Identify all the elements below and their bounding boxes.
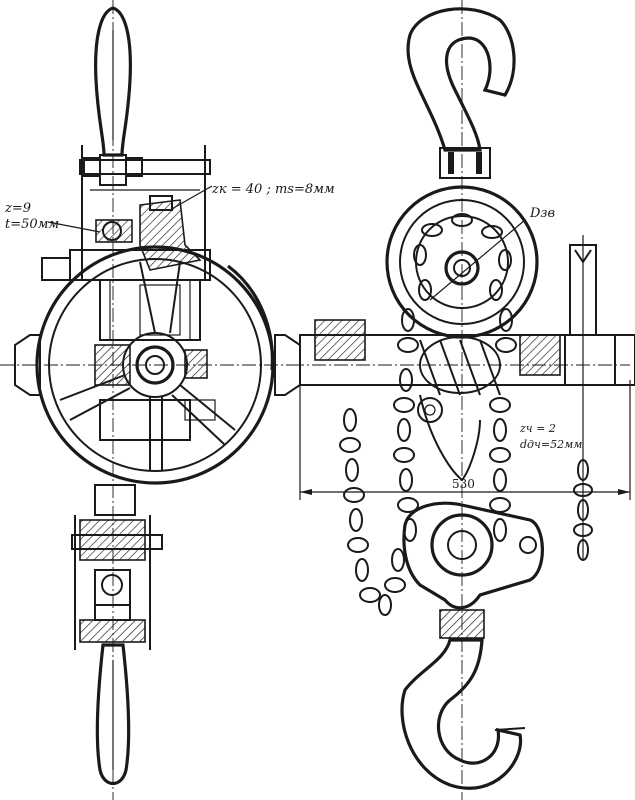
side-view (0, 0, 301, 800)
lower-hook-nut (439, 609, 485, 639)
worm-threads (419, 339, 501, 396)
load-sprocket-shaft (444, 250, 480, 286)
worm-bearing-left (314, 319, 366, 361)
diameter-label: Dзв (529, 206, 555, 221)
sprocket-teeth-label: z=9 (4, 201, 31, 216)
load-chain-right[interactable] (489, 308, 517, 542)
sprocket-bolt (95, 219, 133, 243)
left-bearing-lug (14, 334, 41, 396)
lower-block-section (79, 519, 146, 561)
worm-bearing-right (519, 334, 561, 376)
top-hook-front[interactable] (406, 7, 516, 152)
load-chain-left[interactable] (339, 408, 406, 616)
worm-starts-label: zч = 2 (519, 422, 556, 435)
brake-lever (419, 394, 481, 482)
front-view (290, 0, 635, 800)
load-chain-middle[interactable] (393, 308, 419, 542)
gear-spec-label: zк = 40 ; ms=8мм (211, 182, 335, 197)
width-dimension (299, 380, 631, 500)
hand-chain[interactable] (573, 459, 593, 561)
top-crosshead (79, 159, 211, 175)
annotations: z=9 t=50мм zк = 40 ; ms=8мм Dзв zч = 2 d… (4, 182, 582, 491)
gear-box (99, 279, 201, 341)
top-hook-nut (439, 147, 491, 179)
worm-diameter-label: dдч=52мм (520, 438, 582, 451)
wheel-guard (227, 264, 274, 371)
lower-pulley-block (402, 501, 544, 610)
bottom-hook-side (95, 643, 131, 786)
lower-frame (99, 399, 191, 441)
sprocket-pitch-label: t=50мм (5, 217, 59, 232)
bottom-hook-front[interactable] (400, 638, 523, 790)
worm-housing (299, 334, 635, 386)
width-dimension-value: 530 (452, 477, 475, 491)
